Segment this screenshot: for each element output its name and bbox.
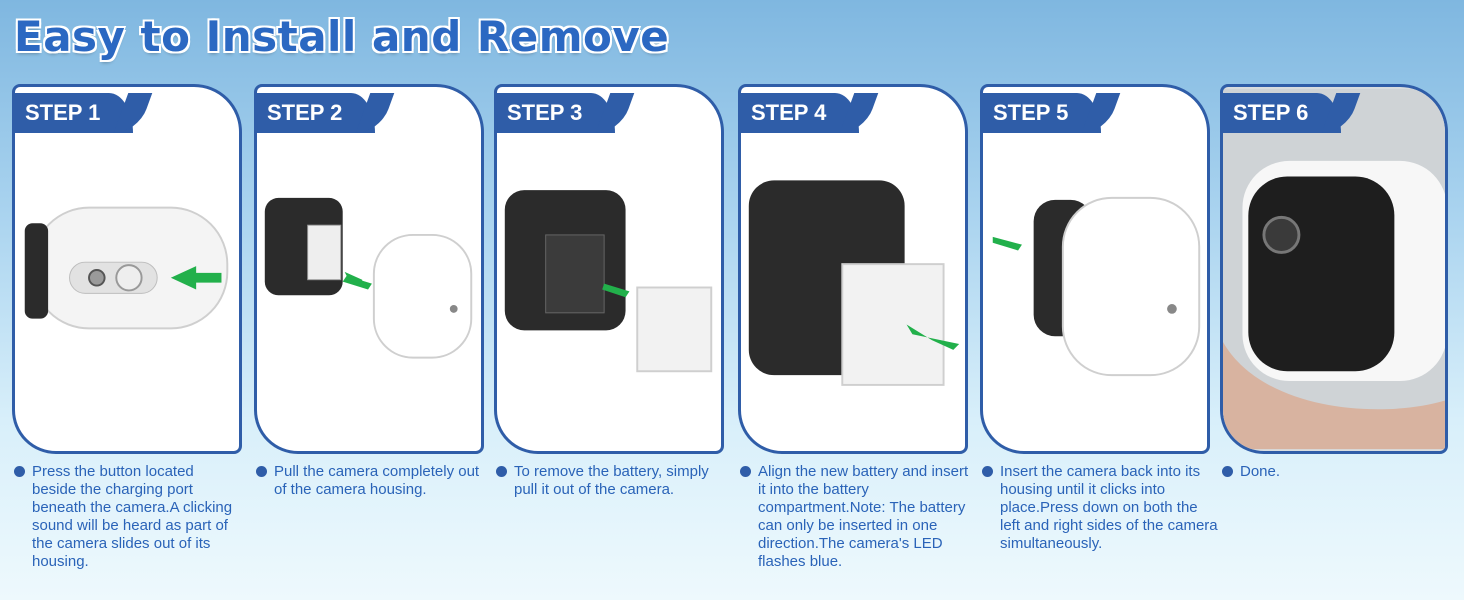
camera-in-hand-photo	[1223, 88, 1445, 450]
battery-remove-illustration	[504, 190, 713, 373]
step-4-description: Align the new battery and insert it into…	[740, 463, 972, 571]
step-6-label: STEP 6	[1223, 93, 1341, 133]
step-5-card: STEP 5	[980, 84, 1210, 454]
step-5-label: STEP 5	[983, 93, 1101, 133]
bullet-icon	[256, 466, 267, 477]
step-5-description: Insert the camera back into its housing …	[982, 463, 1218, 553]
battery-insert-illustration	[748, 180, 960, 386]
step-3-description: To remove the battery, simply pull it ou…	[496, 463, 724, 499]
step-4-card: STEP 4	[738, 84, 968, 454]
bullet-icon	[982, 466, 993, 477]
step-6-card: STEP 6	[1220, 84, 1448, 454]
step-2-label: STEP 2	[257, 93, 375, 133]
page-title: Easy to Install and Remove	[14, 12, 670, 61]
step-4-label: STEP 4	[741, 93, 859, 133]
camera-button-illustration	[24, 206, 229, 330]
step-3-card: STEP 3	[494, 84, 724, 454]
bullet-icon	[496, 466, 507, 477]
camera-pull-illustration	[264, 197, 473, 359]
step-2-description: Pull the camera completely out of the ca…	[256, 463, 484, 499]
step-1-description: Press the button located beside the char…	[14, 463, 242, 571]
bullet-icon	[14, 466, 25, 477]
bullet-icon	[1222, 466, 1233, 477]
step-6-description: Done.	[1222, 463, 1442, 481]
step-3-label: STEP 3	[497, 93, 615, 133]
step-1-label: STEP 1	[15, 93, 133, 133]
step-2-card: STEP 2	[254, 84, 484, 454]
bullet-icon	[740, 466, 751, 477]
camera-insert-illustration	[992, 196, 1201, 377]
step-1-card: STEP 1	[12, 84, 242, 454]
